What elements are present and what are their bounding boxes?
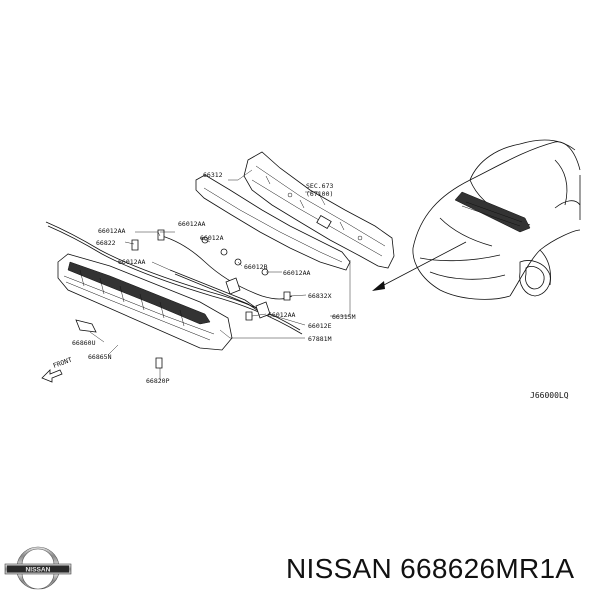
label-67881m: 67881M — [308, 335, 332, 343]
label-66012b: 66012B — [244, 263, 268, 271]
label-67100: (67100) — [306, 190, 333, 198]
car-front-illustration — [412, 139, 581, 300]
label-66012aa-e: 66012AA — [268, 311, 295, 319]
cowl-grille-cover — [57, 253, 233, 351]
front-arrow-icon — [41, 369, 63, 383]
figure-code: J66000LQ — [530, 391, 569, 400]
fasteners — [75, 229, 291, 369]
part-labels: 66312 SEC.673 (67100) 66012AA 66012AA 66… — [52, 171, 569, 400]
label-66012aa-c: 66012AA — [118, 258, 145, 266]
part-number: NISSAN 668626MR1A — [286, 553, 575, 584]
label-66012aa-d: 66012AA — [283, 269, 310, 277]
label-66012e: 66012E — [308, 322, 332, 330]
label-66865n: 66865N — [88, 353, 112, 361]
label-sec-673: SEC.673 — [306, 182, 333, 190]
reference-arrow — [372, 241, 467, 291]
logo-text: NISSAN — [26, 567, 51, 574]
label-66820p: 66820P — [146, 377, 170, 385]
label-66315m: 66315M — [332, 313, 356, 321]
leader-lines — [89, 169, 351, 380]
label-66860u: 66860U — [72, 339, 96, 347]
label-66012a: 66012A — [200, 234, 224, 242]
nissan-logo: NISSAN — [4, 546, 72, 590]
label-66012aa-b: 66012AA — [98, 227, 125, 235]
cowl-inner-panel — [195, 174, 351, 271]
wiper-linkage — [161, 235, 293, 319]
label-66832x: 66832X — [308, 292, 332, 300]
label-66012aa-a: 66012AA — [178, 220, 205, 228]
label-66822: 66822 — [96, 239, 116, 247]
label-front: FRONT — [52, 356, 73, 370]
cowl-top-panel — [243, 151, 395, 269]
label-66312: 66312 — [203, 171, 223, 179]
